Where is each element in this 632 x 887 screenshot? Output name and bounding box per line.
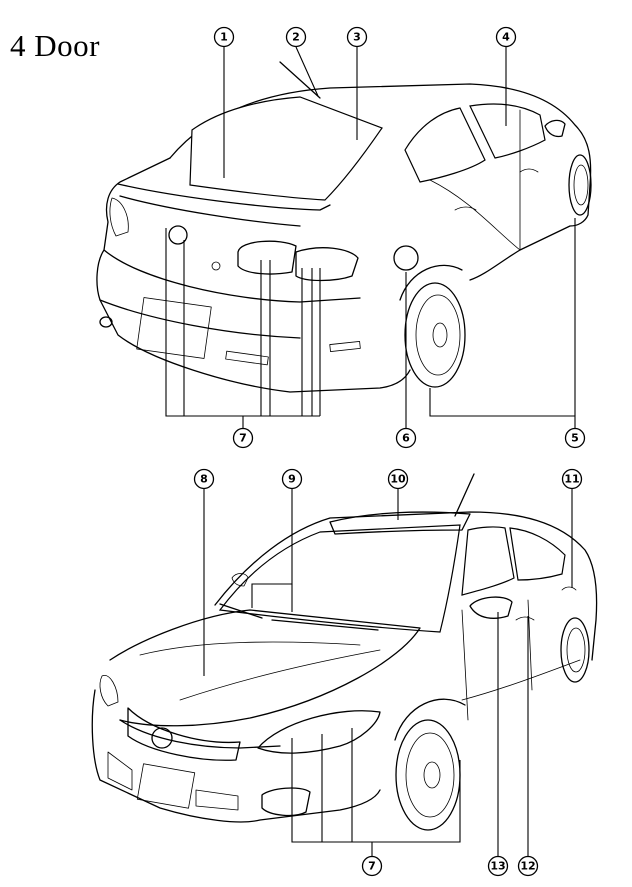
callout-marker-7-rear: 7 — [232, 427, 254, 449]
svg-text:12: 12 — [520, 860, 535, 873]
callout-marker-12: 12 — [517, 855, 539, 877]
callout-marker-7-front: 7 — [361, 855, 383, 877]
svg-text:10: 10 — [390, 473, 406, 486]
callout-marker-11: 11 — [561, 468, 583, 490]
svg-text:11: 11 — [564, 473, 579, 486]
front-callout-markers: 8 9 10 11 7 13 — [193, 468, 583, 877]
svg-text:1: 1 — [220, 31, 228, 44]
rear-callout-lines — [165, 46, 576, 428]
callout-marker-3: 3 — [346, 26, 368, 48]
svg-text:6: 6 — [402, 432, 410, 445]
callout-marker-9: 9 — [281, 468, 303, 490]
svg-text:13: 13 — [490, 860, 505, 873]
callout-marker-13: 13 — [487, 855, 509, 877]
page-title: 4 Door — [10, 28, 100, 63]
callout-marker-6: 6 — [395, 427, 417, 449]
svg-text:9: 9 — [288, 473, 296, 486]
callout-marker-8: 8 — [193, 468, 215, 490]
front-callout-lines — [203, 488, 573, 856]
svg-text:3: 3 — [353, 31, 361, 44]
rear-view-car — [96, 61, 592, 393]
front-view-car — [91, 473, 598, 831]
callout-marker-2: 2 — [285, 26, 307, 48]
callout-marker-5: 5 — [564, 427, 586, 449]
svg-text:7: 7 — [368, 860, 376, 873]
callout-marker-10: 10 — [387, 468, 409, 490]
svg-text:4: 4 — [502, 31, 510, 44]
callout-marker-1: 1 — [213, 26, 235, 48]
svg-text:2: 2 — [292, 31, 300, 44]
callout-marker-4: 4 — [495, 26, 517, 48]
svg-text:8: 8 — [200, 473, 208, 486]
rear-callout-markers: 1 2 3 4 5 6 7 — [213, 26, 586, 449]
svg-text:7: 7 — [239, 432, 247, 445]
svg-text:5: 5 — [571, 432, 579, 445]
